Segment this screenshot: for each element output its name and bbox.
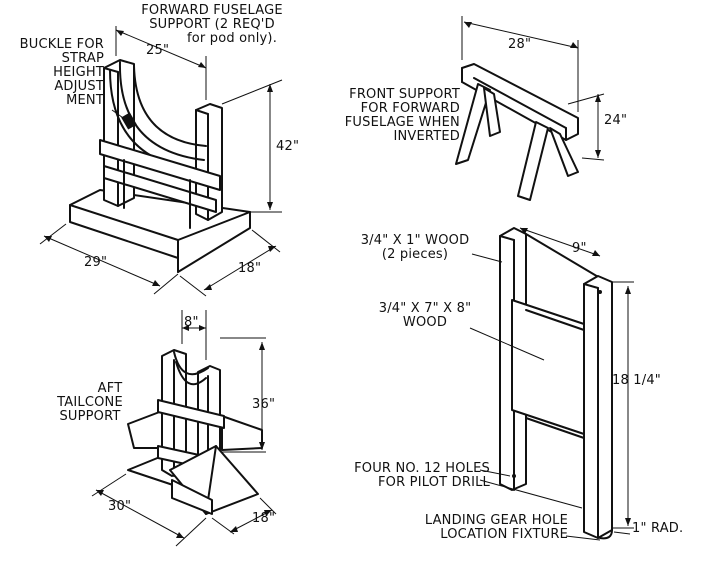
aft-support-label-line2: TAILCONE	[57, 395, 123, 410]
landing-gear-fixture-drawing	[469, 227, 634, 541]
forward-support-depth-dim: 18"	[238, 261, 262, 276]
fixture-wood-panel	[511, 299, 585, 435]
aft-tailcone-support-drawing	[91, 310, 277, 547]
holes-label-line2: FOR PILOT DRILL	[378, 475, 490, 490]
buckle-label: BUCKLE FOR STRAP HEIGHT ADJUST MENT	[4, 38, 104, 108]
buckle-label-line3: HEIGHT	[53, 65, 104, 80]
forward-support-length-dim: 29"	[84, 255, 108, 270]
landing-gear-fixture-title-line1: LANDING GEAR HOLE	[424, 513, 568, 528]
forward-support-cradle	[118, 61, 205, 161]
aft-support-label-line3: SUPPORT	[59, 409, 121, 424]
buckle-label-line1: BUCKLE FOR	[19, 37, 104, 52]
sawhorse-leg-back-right	[549, 127, 579, 177]
buckle-label-line5: MENT	[66, 93, 104, 108]
forward-support-upper-brace	[99, 139, 221, 191]
forward-support-title-line1: FORWARD FUSELAGE	[141, 3, 283, 18]
front-support-label-line2: FOR FORWARD	[360, 101, 460, 116]
forward-support-width-dim: 25"	[146, 43, 170, 58]
aft-support-height-dim: 36"	[252, 397, 276, 412]
sawhorse-leg-back-left	[483, 87, 501, 137]
front-support-width-dim: 28"	[508, 37, 532, 52]
forward-support-title-line3: for pod only).	[186, 31, 278, 46]
forward-support-title-line2: SUPPORT (2 req'd	[149, 17, 275, 32]
front-support-label-line4: INVERTED	[393, 129, 460, 144]
pilot-hole-icon	[598, 290, 602, 294]
holes-label: FOUR NO. 12 HOLES FOR PILOT DRILL	[300, 462, 490, 490]
wood-panel-label: 3/4" x 7" x 8" WOOD	[370, 302, 480, 330]
aft-support-right-back-fin	[221, 415, 263, 451]
front-support-height-dim: 24"	[604, 113, 628, 128]
wood-strips-label-line2: (2 pieces)	[381, 247, 449, 262]
front-support-label-line3: FUSELAGE WHEN	[344, 115, 460, 130]
aft-support-label: AFT TAILCONE SUPPORT	[40, 382, 140, 424]
fixture-radius-dim: 1" RAD.	[632, 521, 684, 536]
landing-gear-fixture-title-line2: LOCATION FIXTURE	[440, 527, 568, 542]
aft-support-label-line1: AFT	[97, 381, 123, 396]
forward-support-title: FORWARD FUSELAGE SUPPORT (2 req'd for po…	[114, 4, 310, 46]
wood-strips-label: 3/4" x 1" WOOD (2 pieces)	[350, 234, 480, 262]
sawhorse-leg-front-left	[455, 83, 491, 165]
buckle-label-line2: STRAP	[61, 51, 104, 66]
pilot-hole-icon	[512, 474, 516, 478]
buckle-icon	[121, 112, 137, 130]
aft-support-length-dim: 30"	[108, 499, 132, 514]
wood-strips-label-line1: 3/4" x 1" WOOD	[360, 233, 470, 248]
front-support-sawhorse-drawing	[455, 16, 605, 201]
forward-support-height-dim: 42"	[276, 139, 300, 154]
holes-label-line1: FOUR NO. 12 HOLES	[354, 461, 490, 476]
fixture-width-dim: 9"	[572, 241, 587, 256]
sawhorse-leg-front-right	[517, 121, 549, 201]
landing-gear-fixture-title: LANDING GEAR HOLE LOCATION FIXTURE	[360, 514, 568, 542]
fixture-height-dim: 18 1/4"	[612, 373, 661, 388]
front-support-label: FRONT SUPPORT FOR FORWARD FUSELAGE WHEN …	[310, 88, 460, 144]
front-support-label-line1: FRONT SUPPORT	[349, 87, 460, 102]
wood-panel-label-line2: WOOD	[402, 315, 448, 330]
wood-panel-label-line1: 3/4" x 7" x 8"	[378, 301, 472, 316]
forward-support-lower-brace	[103, 165, 217, 213]
aft-support-width-dim: 8"	[184, 315, 199, 330]
aft-support-upper-brace	[157, 399, 225, 429]
forward-fuselage-support-drawing	[39, 26, 283, 297]
buckle-label-line4: ADJUST	[54, 79, 104, 94]
aft-support-depth-dim: 18"	[252, 511, 276, 526]
